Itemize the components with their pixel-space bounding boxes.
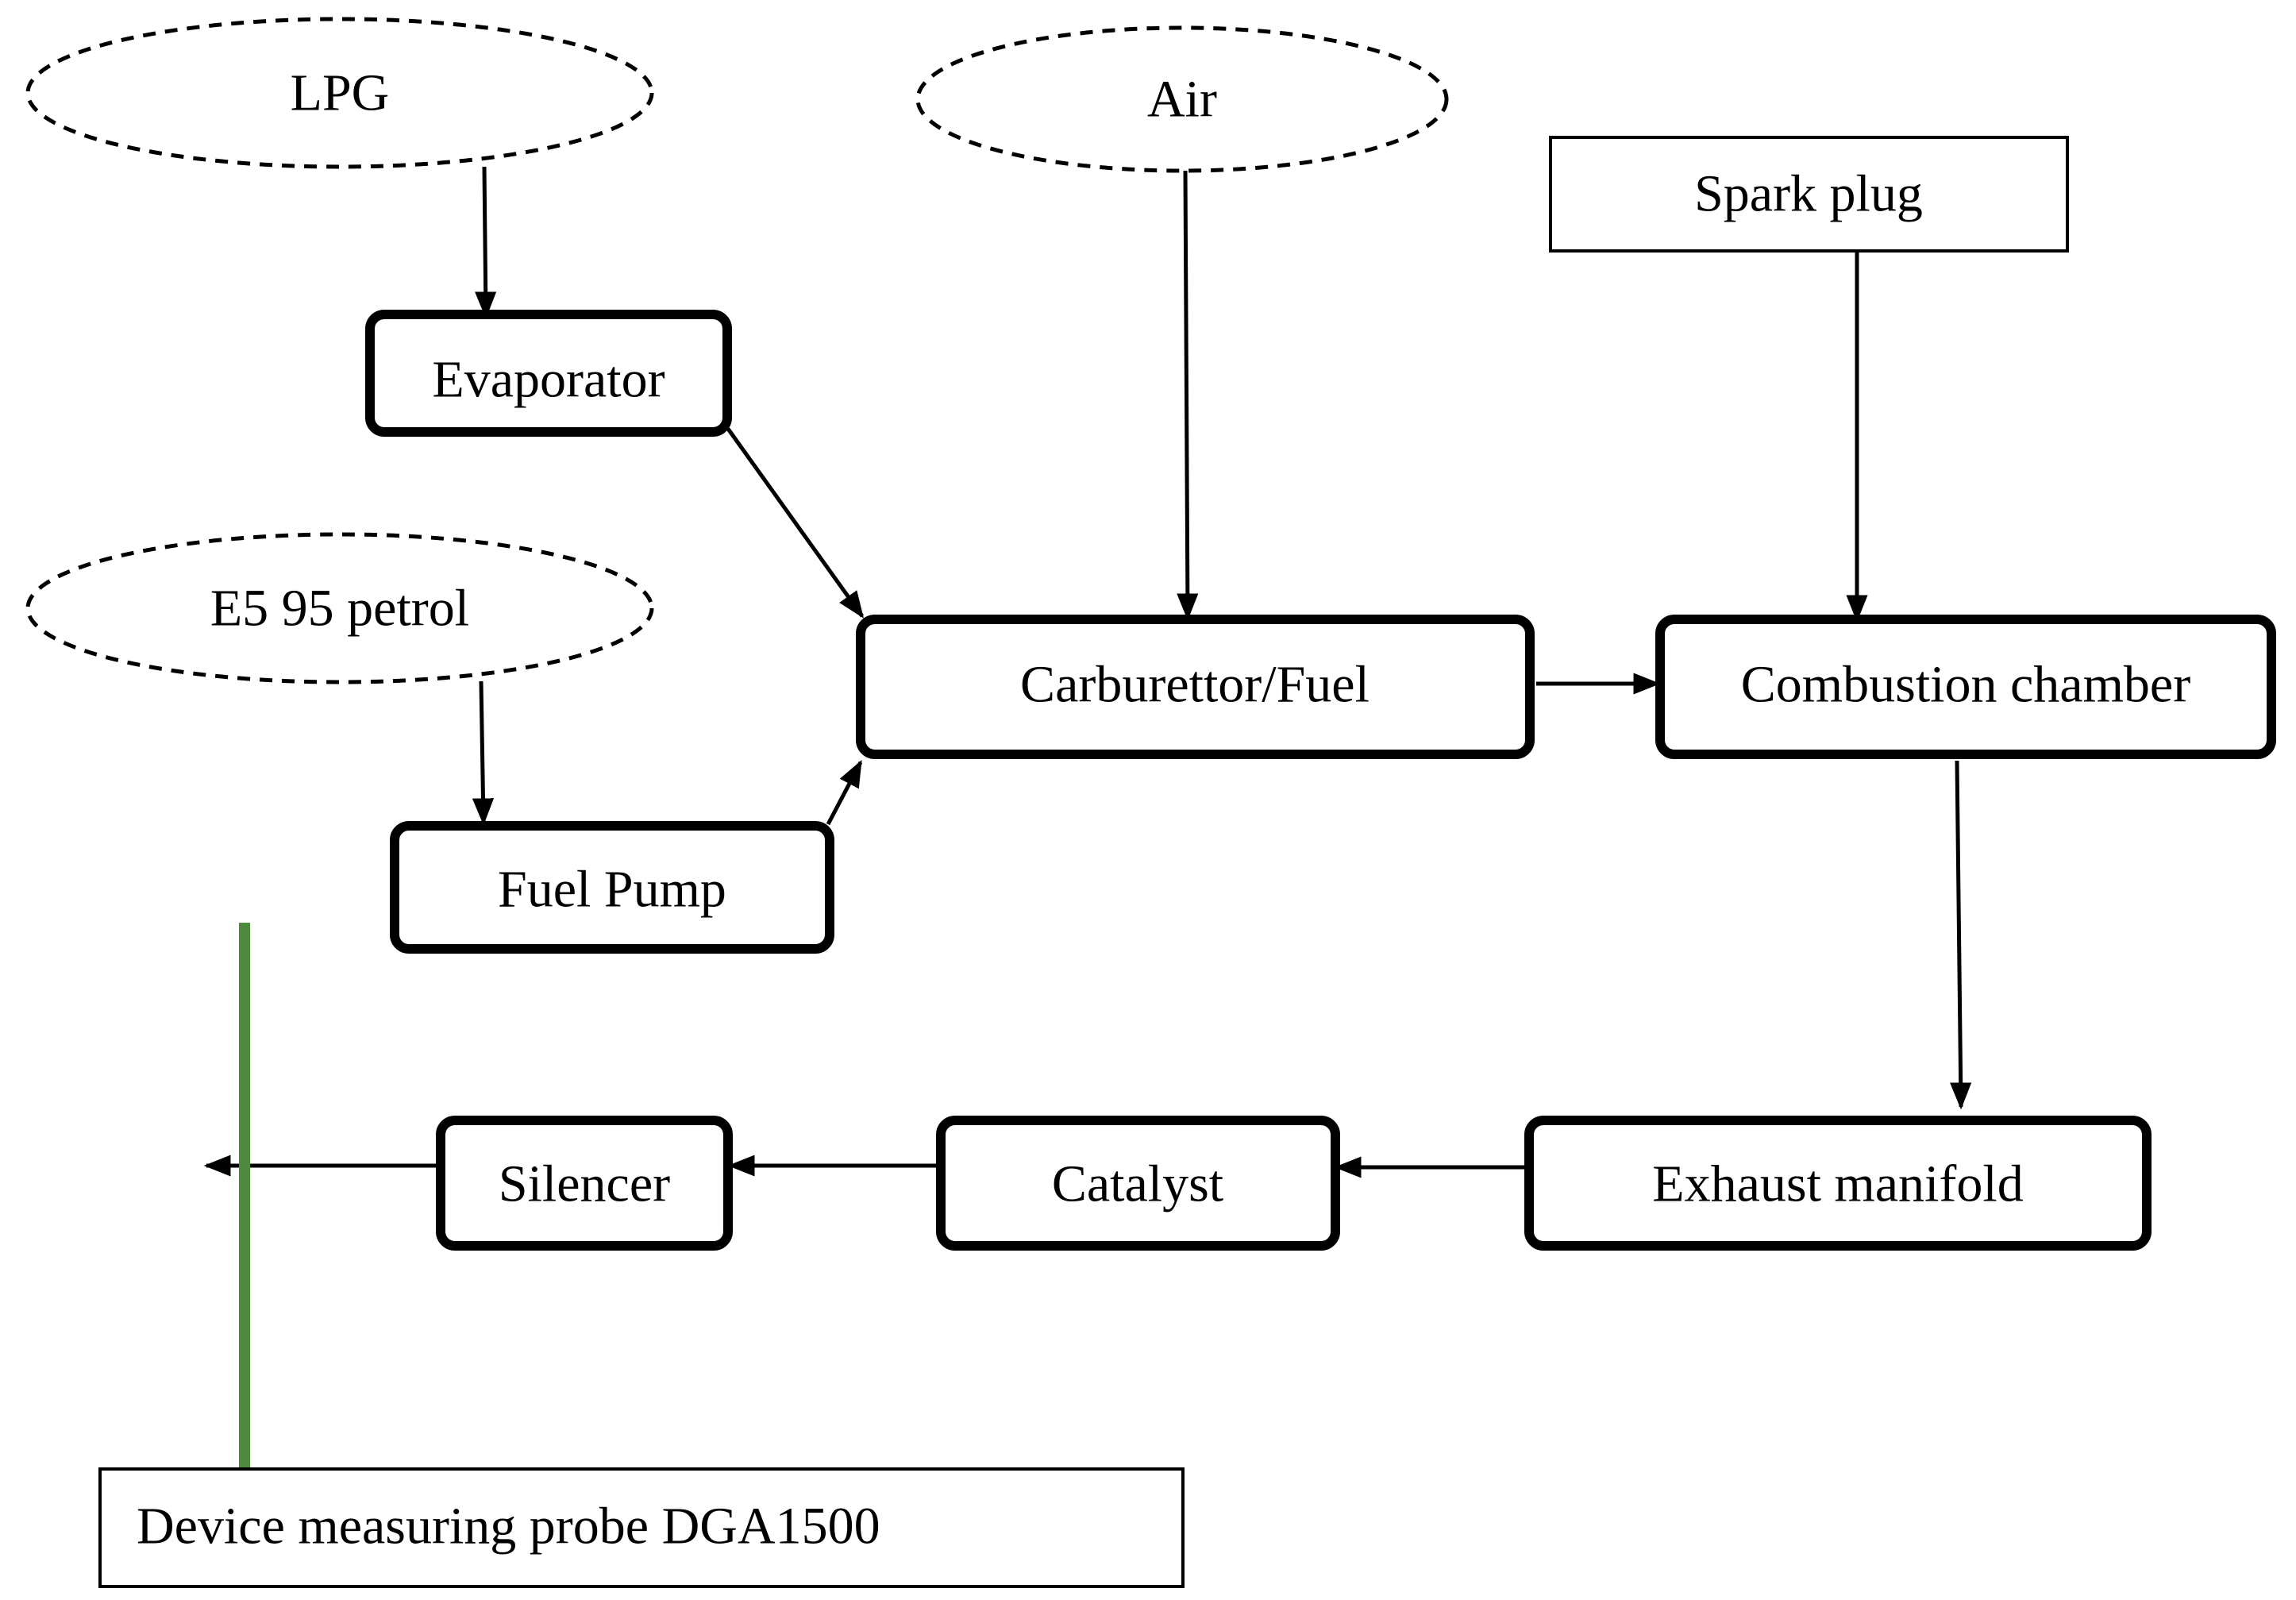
- silencer-box: [436, 1116, 733, 1251]
- carburettor-box: [856, 615, 1535, 759]
- combustion-chamber-box: [1655, 615, 2276, 759]
- edge-fuelpump-carburettor: [826, 759, 863, 826]
- edge-petrol-fuelpump: [472, 680, 495, 826]
- edge-evaporator-carburettor: [726, 427, 865, 619]
- carburettor-label: Carburettor/Fuel: [1020, 656, 1370, 714]
- edge-combustion-exhaust: [1950, 760, 1972, 1110]
- silencer-label: Silencer: [499, 1155, 670, 1213]
- edge-air-carburettor: [1177, 170, 1199, 621]
- device-probe-box: [98, 1467, 1185, 1588]
- edge-lpg-evaporator: [475, 166, 497, 319]
- evaporator-label: Evaporator: [432, 351, 665, 409]
- exhaust-manifold-label: Exhaust manifold: [1652, 1155, 2023, 1213]
- spark-plug-box: [1549, 136, 2069, 253]
- lpg-oval: [25, 17, 654, 169]
- petrol-oval: [25, 532, 654, 684]
- fuel-pump-label: Fuel Pump: [498, 861, 726, 919]
- air-oval: [915, 25, 1449, 173]
- air-label: Air: [1147, 71, 1217, 129]
- catalyst-box: [936, 1116, 1340, 1251]
- lpg-label: LPG: [291, 64, 390, 122]
- device-probe-label: Device measuring probe DGA1500: [137, 1498, 880, 1556]
- evaporator-box: [365, 310, 732, 437]
- exhaust-manifold-box: [1524, 1116, 2152, 1251]
- spark-plug-label: Spark plug: [1694, 165, 1923, 223]
- catalyst-label: Catalyst: [1052, 1155, 1223, 1213]
- combustion-chamber-label: Combustion chamber: [1741, 656, 2190, 714]
- fuel-pump-box: [390, 821, 834, 954]
- petrol-label: E5 95 petrol: [210, 580, 469, 638]
